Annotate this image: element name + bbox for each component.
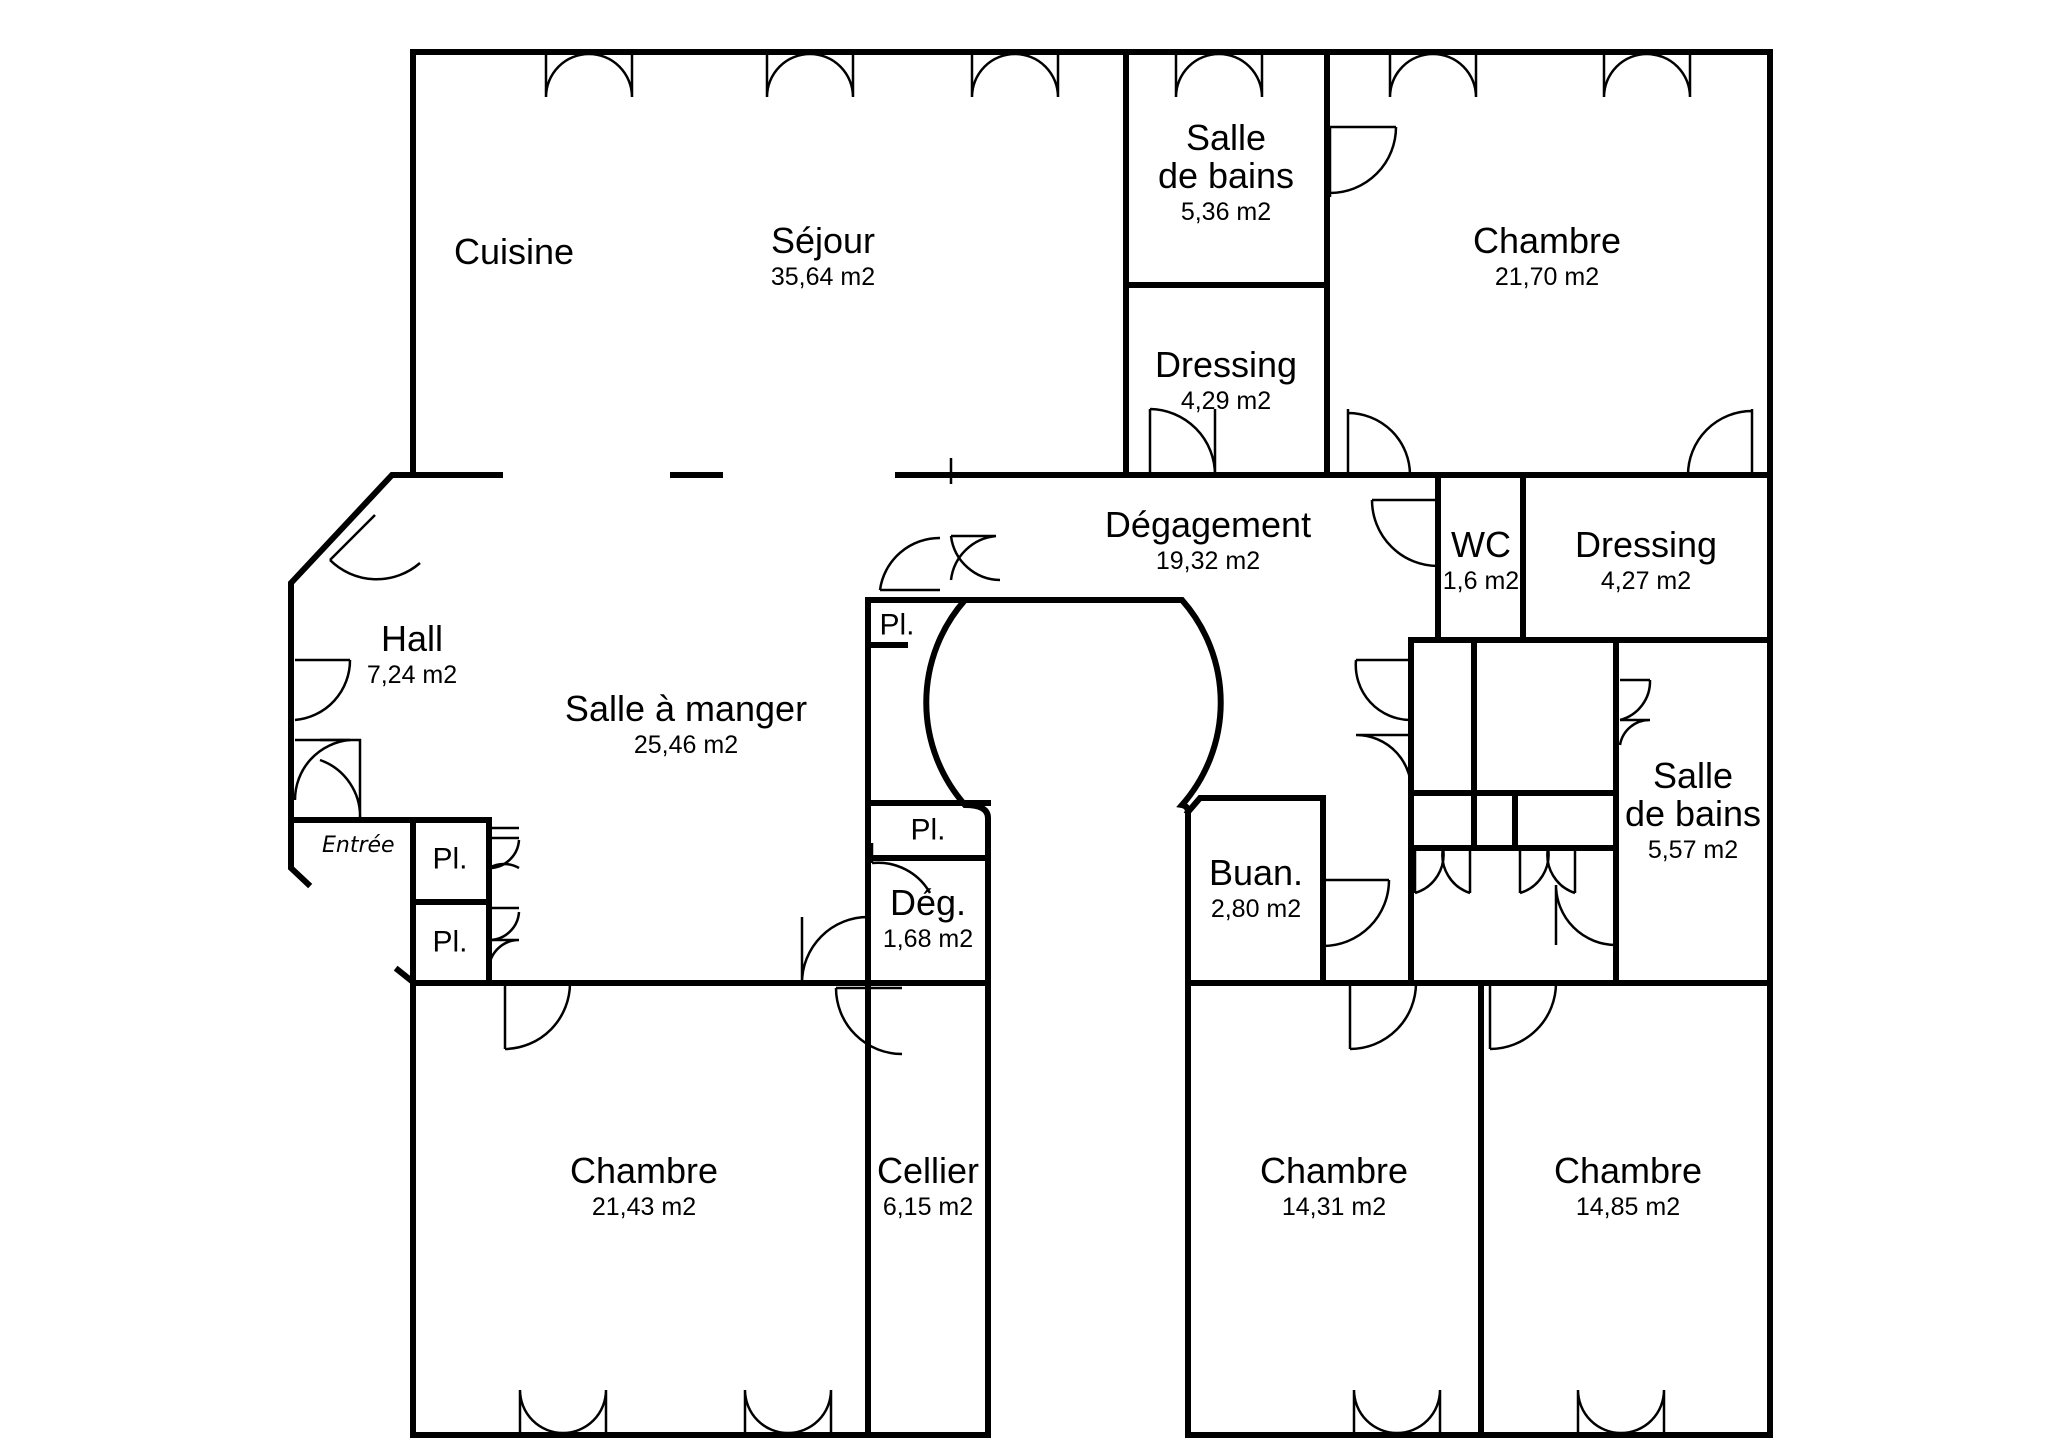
room-area: 21,43 m2 xyxy=(591,1192,697,1221)
room-name: Séjour xyxy=(770,219,876,261)
room-name: Dressing xyxy=(1154,343,1298,385)
room-name: Cellier xyxy=(876,1149,980,1191)
room-name: Pl. xyxy=(879,608,915,642)
room-name: Dégagement xyxy=(1104,503,1312,545)
room-label-cellier: Cellier 6,15 m2 xyxy=(877,1152,979,1220)
room-area: 21,70 m2 xyxy=(1494,262,1600,291)
room-area: 5,57 m2 xyxy=(1647,835,1739,864)
room-label-sdb1: Salle de bains 5,36 m2 xyxy=(1158,119,1294,225)
room-name: Pl. xyxy=(432,925,468,959)
room-name: Dég. xyxy=(889,881,967,923)
room-name: Salle de bains xyxy=(1157,117,1295,196)
room-area: 7,24 m2 xyxy=(366,660,458,689)
room-label-wc: WC 1,6 m2 xyxy=(1443,526,1519,594)
room-label-degagement: Dégagement 19,32 m2 xyxy=(1105,506,1311,574)
room-area: 25,46 m2 xyxy=(633,730,739,759)
room-label-sdb2: Salle de bains 5,57 m2 xyxy=(1625,757,1761,863)
room-name: Pl. xyxy=(910,813,946,847)
room-name: Pl. xyxy=(432,842,468,876)
doors xyxy=(293,125,1754,1056)
room-label-salle-a-manger: Salle à manger 25,46 m2 xyxy=(565,690,807,758)
room-area: 14,31 m2 xyxy=(1281,1192,1387,1221)
room-area: 4,27 m2 xyxy=(1600,566,1692,595)
room-label-pl3: Pl. xyxy=(879,609,914,641)
room-area: 35,64 m2 xyxy=(770,262,876,291)
room-label-pl1: Pl. xyxy=(432,843,467,875)
room-area: 5,36 m2 xyxy=(1180,197,1272,226)
room-area: 19,32 m2 xyxy=(1155,546,1261,575)
walls xyxy=(288,49,1773,1438)
room-label-chambre4: Chambre 14,85 m2 xyxy=(1554,1152,1702,1220)
room-name: Hall xyxy=(380,617,443,659)
room-name: Buan. xyxy=(1208,851,1304,893)
room-name: Salle à manger xyxy=(564,687,808,729)
room-label-deg: Dég. 1,68 m2 xyxy=(883,884,973,952)
room-label-buan: Buan. 2,80 m2 xyxy=(1209,854,1303,922)
room-area: 2,80 m2 xyxy=(1210,894,1302,923)
room-area: 1,6 m2 xyxy=(1442,566,1520,595)
room-area: 14,85 m2 xyxy=(1575,1192,1681,1221)
room-label-hall: Hall 7,24 m2 xyxy=(367,620,457,688)
room-name: WC xyxy=(1451,523,1511,565)
room-label-pl4: Pl. xyxy=(910,814,945,846)
room-label-chambre3: Chambre 14,31 m2 xyxy=(1260,1152,1408,1220)
room-label-pl2: Pl. xyxy=(432,926,467,958)
room-label-sejour: Séjour 35,64 m2 xyxy=(771,222,875,290)
room-label-cuisine: Cuisine xyxy=(454,233,574,271)
room-label-chambre2: Chambre 21,43 m2 xyxy=(570,1152,718,1220)
room-area: 1,68 m2 xyxy=(882,924,974,953)
room-name: Chambre xyxy=(1259,1149,1409,1191)
room-name: Chambre xyxy=(1553,1149,1703,1191)
room-area: 4,29 m2 xyxy=(1180,386,1272,415)
room-name: Dressing xyxy=(1574,523,1718,565)
room-label-dressing1: Dressing 4,29 m2 xyxy=(1155,346,1297,414)
room-name: Salle de bains xyxy=(1624,755,1762,834)
windows xyxy=(518,52,1692,1435)
room-label-dressing2: Dressing 4,27 m2 xyxy=(1575,526,1717,594)
entrance-label: Entrée xyxy=(322,833,395,858)
room-name: Chambre xyxy=(569,1149,719,1191)
room-area: 6,15 m2 xyxy=(882,1192,974,1221)
room-label-chambre1: Chambre 21,70 m2 xyxy=(1473,222,1621,290)
room-name: Cuisine xyxy=(453,231,575,273)
room-name: Chambre xyxy=(1472,219,1622,261)
